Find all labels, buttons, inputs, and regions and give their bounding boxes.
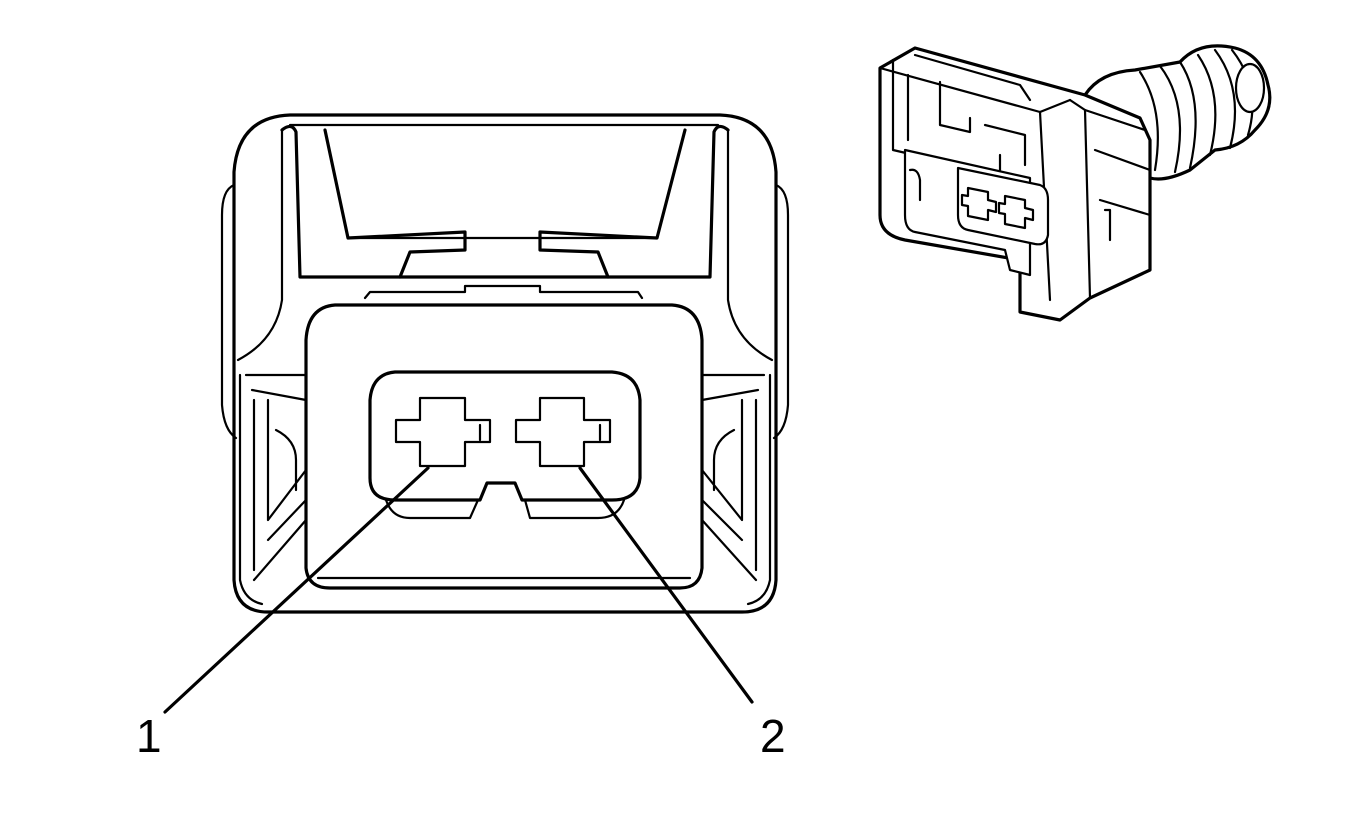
latch-arm-left <box>280 124 402 279</box>
latch-upper <box>323 128 687 279</box>
latch-arm-right <box>606 124 730 279</box>
side-rail-right <box>700 373 766 582</box>
callout-label-2: 2 <box>760 710 786 762</box>
leader-line-1 <box>163 466 430 714</box>
terminal-1 <box>394 396 492 468</box>
callout-label-1: 1 <box>136 710 162 762</box>
terminal-2 <box>514 396 612 468</box>
connector-isometric-view <box>878 44 1272 322</box>
side-rail-left <box>244 373 308 582</box>
connector-front-view <box>220 113 790 614</box>
leader-line-2 <box>578 466 754 704</box>
